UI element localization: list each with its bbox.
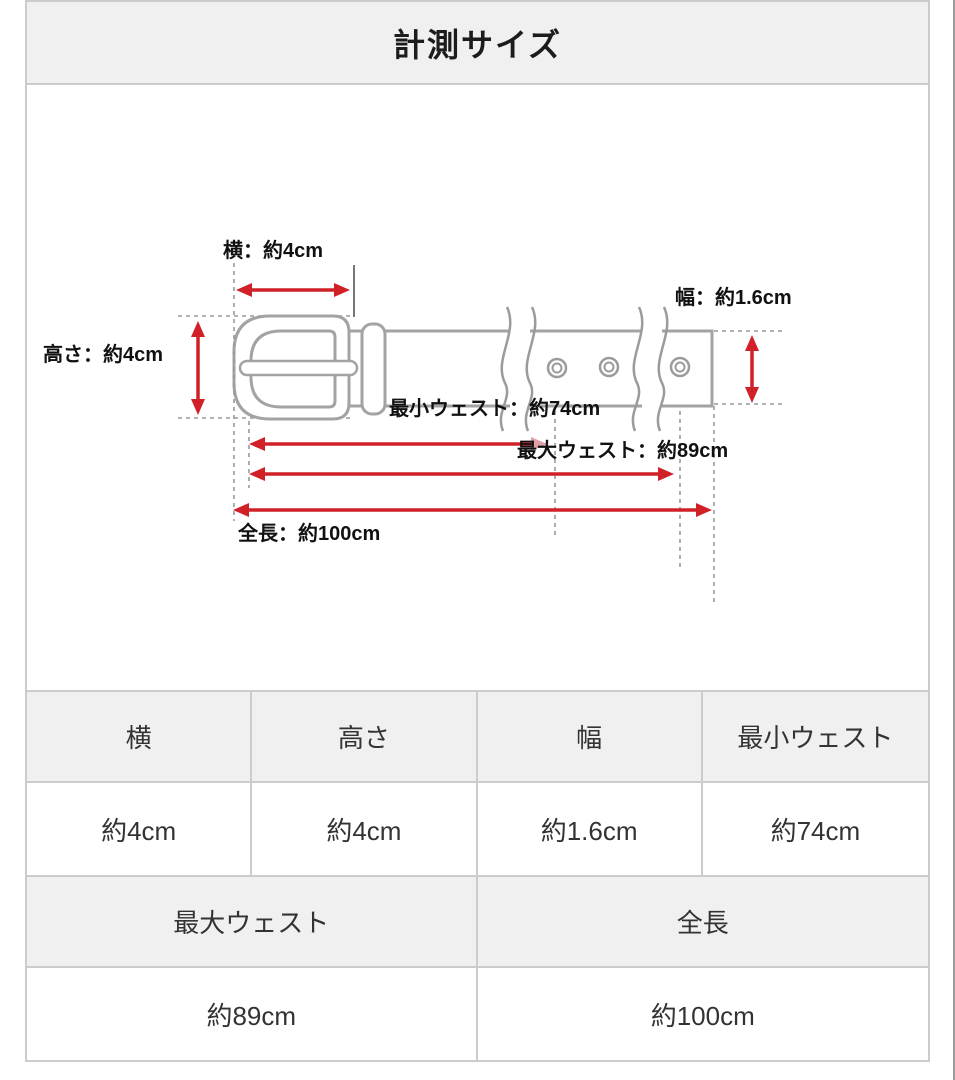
label-max-waist: 最大ウェスト：約89cm — [517, 440, 729, 462]
panel-title-bar: 計測サイズ — [27, 2, 928, 85]
measurement-panel: 計測サイズ — [25, 0, 930, 1062]
belt-measurement-diagram: 横：約4cm 高さ：約4cm 幅：約1.6cm 最小ウェスト：約74cm 最大ウ… — [27, 85, 928, 690]
table-value-row-1: 約4cm 約4cm 約1.6cm 約74cm — [27, 783, 928, 877]
label-buckle-width: 横：約4cm — [223, 240, 324, 262]
table-value-cell: 約74cm — [702, 783, 928, 875]
table-header-cell: 高さ — [252, 692, 478, 781]
table-value-cell: 約4cm — [27, 783, 253, 875]
label-buckle-height: 高さ：約4cm — [43, 344, 164, 366]
label-total-length: 全長：約100cm — [238, 523, 381, 545]
measurement-table: 横 高さ 幅 最小ウェスト 約4cm 約4cm 約1.6cm 約74cm 最大ウ… — [27, 690, 928, 1060]
table-value-cell: 約4cm — [252, 783, 478, 875]
table-header-cell: 幅 — [477, 692, 703, 781]
table-header-row-1: 横 高さ 幅 最小ウェスト — [27, 692, 928, 783]
table-header-cell: 最小ウェスト — [702, 692, 928, 781]
label-strap-width: 幅：約1.6cm — [675, 287, 792, 309]
table-value-row-2: 約89cm 約100cm — [27, 968, 928, 1060]
table-value-cell: 約1.6cm — [477, 783, 703, 875]
table-header-cell: 最大ウェスト — [27, 877, 478, 966]
table-header-cell: 横 — [27, 692, 253, 781]
page-title: 計測サイズ — [392, 26, 563, 63]
table-value-cell: 約89cm — [27, 968, 478, 1060]
label-min-waist: 最小ウェスト：約74cm — [389, 398, 601, 420]
table-header-row-2: 最大ウェスト 全長 — [27, 877, 928, 968]
table-value-cell: 約100cm — [477, 968, 928, 1060]
screenshot-right-edge — [953, 0, 955, 1080]
belt-diagram-graphic — [178, 263, 784, 603]
table-header-cell: 全長 — [477, 877, 928, 966]
